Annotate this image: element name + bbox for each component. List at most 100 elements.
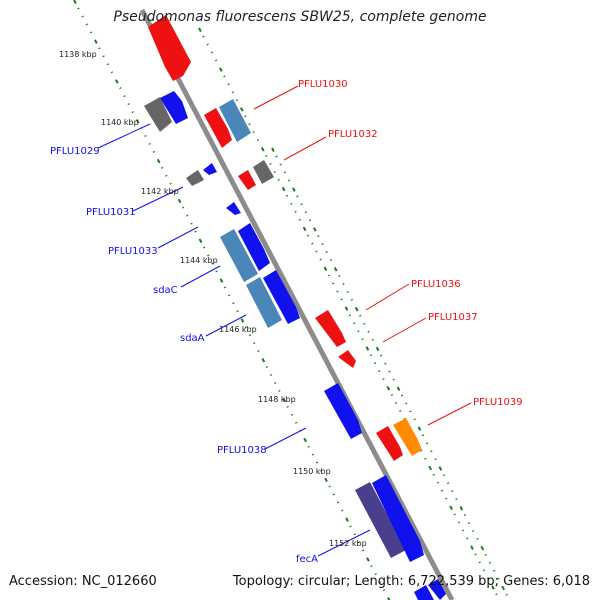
gene-arrow[interactable] bbox=[144, 97, 172, 132]
tick-mark bbox=[228, 294, 231, 297]
tick-mark bbox=[144, 134, 147, 137]
callout-line bbox=[283, 136, 327, 161]
gene-arrow[interactable] bbox=[238, 223, 270, 271]
tick-mark bbox=[491, 585, 495, 590]
tick-label: 1146 kbp bbox=[219, 325, 257, 334]
gene-arrow[interactable] bbox=[263, 270, 300, 324]
tick-mark bbox=[480, 545, 485, 551]
gene-label[interactable]: sdaC bbox=[153, 285, 178, 296]
tick-mark bbox=[451, 490, 454, 493]
tick-mark bbox=[319, 258, 322, 261]
tick-mark bbox=[306, 234, 310, 237]
tick-mark bbox=[110, 71, 114, 74]
tick-mark bbox=[287, 179, 291, 182]
tick-mark bbox=[328, 485, 331, 488]
tick-mark bbox=[400, 394, 404, 397]
gene-arrow[interactable] bbox=[393, 418, 422, 456]
gene-label[interactable]: PFLU1039 bbox=[473, 397, 523, 408]
tick-mark bbox=[505, 593, 508, 596]
gene-arrow[interactable] bbox=[160, 91, 188, 124]
tick-mark bbox=[457, 521, 460, 524]
tick-mark bbox=[286, 405, 289, 408]
gene-arrow[interactable] bbox=[324, 383, 362, 439]
tick-mark bbox=[345, 517, 349, 522]
tick-mark bbox=[336, 290, 339, 293]
callout-line bbox=[253, 85, 299, 110]
tick-mark bbox=[440, 489, 444, 492]
gene-arrow[interactable] bbox=[315, 310, 346, 347]
tick-mark bbox=[260, 147, 265, 152]
gene-arrow[interactable] bbox=[376, 426, 403, 461]
tick-mark bbox=[436, 481, 440, 484]
gene-arrow[interactable] bbox=[220, 229, 258, 282]
tick-mark bbox=[446, 482, 450, 485]
tick-mark bbox=[304, 211, 307, 214]
gene-label[interactable]: sdaA bbox=[180, 333, 205, 344]
gene-label[interactable]: PFLU1033 bbox=[108, 246, 158, 257]
tick-mark bbox=[236, 310, 239, 313]
tick-mark bbox=[302, 226, 307, 232]
gene-arrow[interactable] bbox=[219, 99, 251, 142]
gene-arrow[interactable] bbox=[414, 585, 434, 600]
tick-mark bbox=[363, 322, 366, 325]
tick-mark bbox=[275, 155, 278, 158]
accession-text: Accession: NC_012660 bbox=[9, 574, 157, 589]
callout-line bbox=[157, 226, 199, 249]
tick-mark bbox=[472, 529, 475, 532]
gene-arrow[interactable] bbox=[204, 108, 232, 148]
tick-mark bbox=[426, 442, 429, 445]
tick-mark bbox=[321, 243, 324, 246]
tick-mark bbox=[445, 497, 448, 500]
tick-mark bbox=[308, 219, 312, 222]
gene-arrow[interactable] bbox=[428, 579, 446, 600]
tick-mark bbox=[119, 87, 122, 90]
gene-arrow[interactable] bbox=[338, 350, 356, 368]
tick-mark bbox=[123, 95, 126, 98]
tick-mark bbox=[387, 597, 391, 600]
tick-mark bbox=[495, 593, 498, 596]
tick-mark bbox=[430, 450, 433, 453]
gene-arrow[interactable] bbox=[253, 160, 274, 184]
tick-mark bbox=[428, 465, 432, 471]
tick-mark bbox=[232, 302, 235, 305]
tick-mark bbox=[77, 7, 80, 10]
tick-mark bbox=[492, 569, 496, 572]
tick-mark bbox=[379, 354, 383, 357]
tick-label: 1144 kbp bbox=[180, 256, 218, 265]
tick-mark bbox=[501, 585, 505, 591]
tick-mark bbox=[206, 43, 209, 46]
tick-mark bbox=[274, 381, 277, 384]
tick-mark bbox=[359, 314, 362, 317]
tick-mark bbox=[361, 549, 365, 552]
gene-label[interactable]: PFLU1032 bbox=[328, 129, 378, 140]
tick-mark bbox=[378, 370, 381, 373]
gene-arrow[interactable] bbox=[238, 170, 256, 190]
tick-mark bbox=[271, 147, 275, 153]
gene-arrow[interactable] bbox=[148, 15, 191, 81]
tick-mark bbox=[315, 461, 319, 464]
tick-mark bbox=[424, 457, 427, 460]
tick-mark bbox=[478, 561, 481, 564]
gene-label[interactable]: PFLU1029 bbox=[50, 146, 100, 157]
tick-mark bbox=[210, 51, 214, 54]
gene-label[interactable]: PFLU1031 bbox=[86, 207, 136, 218]
gene-label[interactable]: PFLU1037 bbox=[428, 312, 478, 323]
tick-mark bbox=[290, 413, 294, 416]
gene-arrow[interactable] bbox=[186, 170, 204, 186]
gene-arrow[interactable] bbox=[355, 482, 406, 558]
gene-label[interactable]: PFLU1030 bbox=[298, 79, 348, 90]
tick-mark bbox=[292, 187, 296, 192]
tick-mark bbox=[207, 254, 210, 257]
tick-mark bbox=[371, 338, 374, 341]
gene-label[interactable]: PFLU1038 bbox=[217, 445, 267, 456]
tick-mark bbox=[273, 170, 276, 173]
gene-arrow[interactable] bbox=[203, 163, 217, 175]
tick-mark bbox=[269, 373, 273, 376]
gene-arrow[interactable] bbox=[226, 202, 241, 215]
tick-mark bbox=[283, 171, 287, 174]
gene-label[interactable]: PFLU1036 bbox=[411, 279, 461, 290]
callout-line bbox=[180, 265, 221, 288]
gene-arrow[interactable] bbox=[246, 277, 282, 328]
gene-label[interactable]: fecA bbox=[296, 554, 318, 565]
gene-arrow[interactable] bbox=[372, 475, 424, 562]
